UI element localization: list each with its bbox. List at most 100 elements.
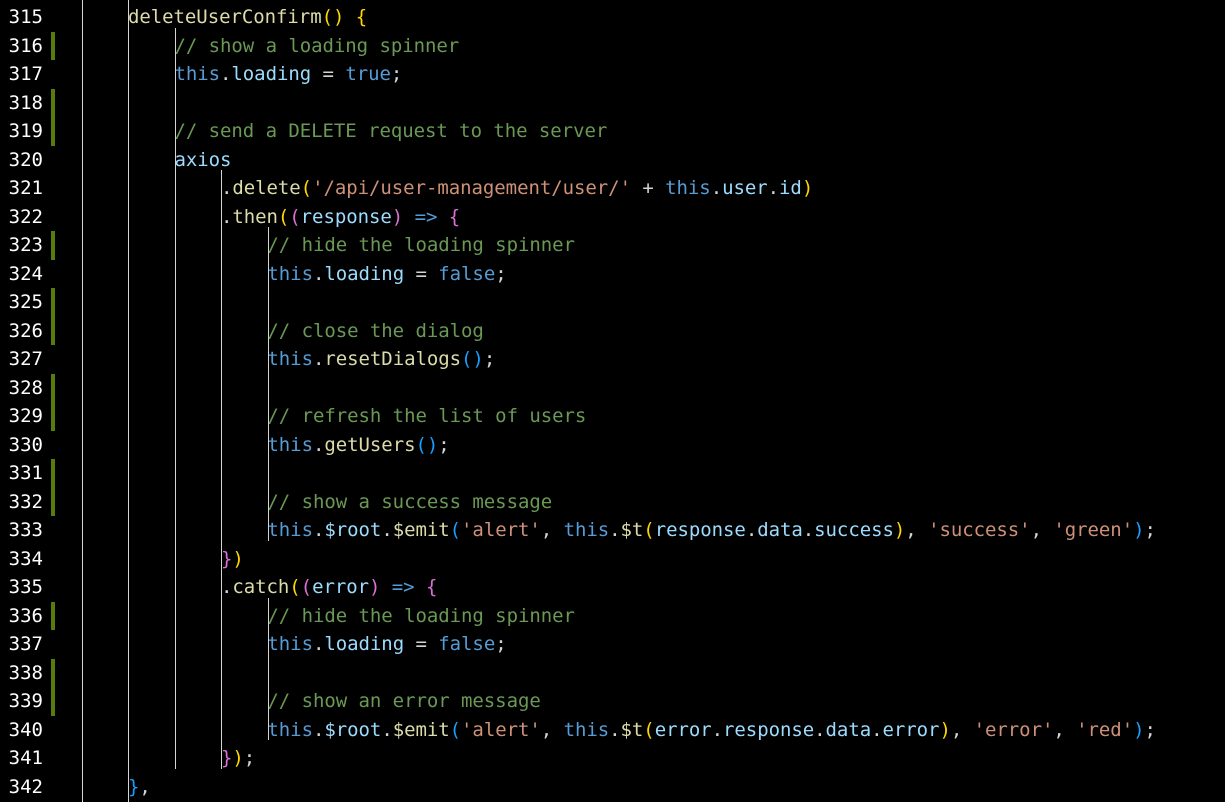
code-line[interactable]: 331 xyxy=(0,459,1225,488)
variable: $root xyxy=(324,718,382,741)
code-text: this.getUsers(); xyxy=(267,431,449,460)
git-added-indicator[interactable] xyxy=(51,687,55,716)
code-line[interactable]: 316 // show a loading spinner xyxy=(0,31,1225,60)
bracket: ) xyxy=(939,718,951,741)
bracket: ) xyxy=(1133,519,1145,541)
line-number: 332 xyxy=(8,490,43,513)
keyword: this xyxy=(665,177,711,199)
punctuation: ; xyxy=(483,348,496,370)
git-added-indicator[interactable] xyxy=(51,658,55,687)
git-added-indicator[interactable] xyxy=(51,373,55,402)
code-line[interactable]: 325 xyxy=(0,288,1225,317)
line-number: 341 xyxy=(8,747,43,769)
git-added-indicator[interactable] xyxy=(51,117,55,146)
code-line[interactable]: 329// refresh the list of users xyxy=(0,402,1225,431)
punctuation: . xyxy=(767,177,780,199)
code-line[interactable]: 342}, xyxy=(0,773,1225,802)
function-name: delete xyxy=(232,177,301,199)
variable: loading xyxy=(231,63,312,85)
indent-guide xyxy=(268,597,269,740)
git-added-indicator[interactable] xyxy=(51,31,55,60)
line-number: 331 xyxy=(8,462,43,484)
variable: data xyxy=(757,519,803,541)
bracket: { xyxy=(448,205,461,228)
punctuation: , xyxy=(540,519,564,541)
git-added-indicator[interactable] xyxy=(51,88,55,117)
code-text: .catch((error) => { xyxy=(221,573,437,602)
comment: // refresh the list of users xyxy=(267,405,587,427)
string-literal: 'success' xyxy=(928,519,1031,541)
code-line[interactable]: 322.then((response) => { xyxy=(0,203,1225,232)
git-added-indicator[interactable] xyxy=(51,288,55,317)
git-added-indicator[interactable] xyxy=(51,231,55,260)
bracket: ( xyxy=(449,519,462,541)
punctuation: . xyxy=(381,519,393,541)
punctuation: . xyxy=(710,177,723,199)
line-number: 323 xyxy=(8,234,43,256)
bracket: ( xyxy=(643,718,655,741)
code-text: this.$root.$emit('alert', this.$t(error.… xyxy=(267,716,1156,745)
git-added-indicator[interactable] xyxy=(51,459,55,488)
code-line[interactable]: 339// show an error message xyxy=(0,687,1225,716)
punctuation: . xyxy=(381,718,393,741)
code-line[interactable]: 326// close the dialog xyxy=(0,316,1225,345)
git-added-indicator[interactable] xyxy=(51,487,55,516)
punctuation: ; xyxy=(495,633,507,655)
punctuation: . xyxy=(312,718,325,741)
variable: response xyxy=(300,205,392,228)
bracket: ) xyxy=(232,547,244,570)
code-line[interactable]: 323// hide the loading spinner xyxy=(0,231,1225,260)
bracket: ( xyxy=(300,177,313,199)
git-added-indicator[interactable] xyxy=(51,316,55,345)
code-line[interactable]: 338 xyxy=(0,658,1225,687)
operator: = xyxy=(311,63,346,85)
git-added-indicator[interactable] xyxy=(51,402,55,431)
comment: // show an error message xyxy=(267,690,541,712)
code-line[interactable]: 336// hide the loading spinner xyxy=(0,601,1225,631)
code-text: this.resetDialogs(); xyxy=(267,345,495,374)
punctuation: . xyxy=(609,718,621,741)
line-number: 316 xyxy=(8,34,43,57)
punctuation: , xyxy=(950,718,974,741)
comment: // show a success message xyxy=(267,490,553,513)
punctuation: . xyxy=(220,177,233,199)
keyword: this xyxy=(267,433,313,456)
code-line[interactable]: 341}); xyxy=(0,744,1225,773)
code-line[interactable]: 332 // show a success message xyxy=(0,487,1225,516)
punctuation: , xyxy=(1053,718,1077,741)
code-line[interactable]: 321.delete('/api/user-management/user/' … xyxy=(0,174,1225,203)
code-line[interactable]: 334}) xyxy=(0,545,1225,574)
bracket: ) xyxy=(391,205,404,228)
code-line[interactable]: 335.catch((error) => { xyxy=(0,573,1225,602)
keyword: this xyxy=(267,348,313,370)
bracket: ( xyxy=(300,576,313,598)
punctuation xyxy=(403,206,414,228)
bracket: ( xyxy=(643,519,655,541)
string-literal: 'alert' xyxy=(461,519,541,541)
bracket: } xyxy=(127,775,140,798)
code-line[interactable]: 328 xyxy=(0,373,1225,402)
line-number: 325 xyxy=(8,291,43,313)
git-added-indicator[interactable] xyxy=(51,601,55,630)
code-line[interactable]: 319// send a DELETE request to the serve… xyxy=(0,117,1225,146)
comment: // send a DELETE request to the server xyxy=(174,120,608,142)
keyword: this xyxy=(563,519,610,541)
comment: // show a loading spinner xyxy=(174,34,460,57)
line-number: 337 xyxy=(8,633,43,655)
keyword: => xyxy=(391,576,415,598)
function-name: resetDialogs xyxy=(324,348,462,370)
code-text: // hide the loading spinner xyxy=(267,602,575,631)
punctuation: . xyxy=(312,348,325,370)
code-line[interactable]: 318 xyxy=(0,88,1225,117)
operator: = xyxy=(404,633,439,655)
